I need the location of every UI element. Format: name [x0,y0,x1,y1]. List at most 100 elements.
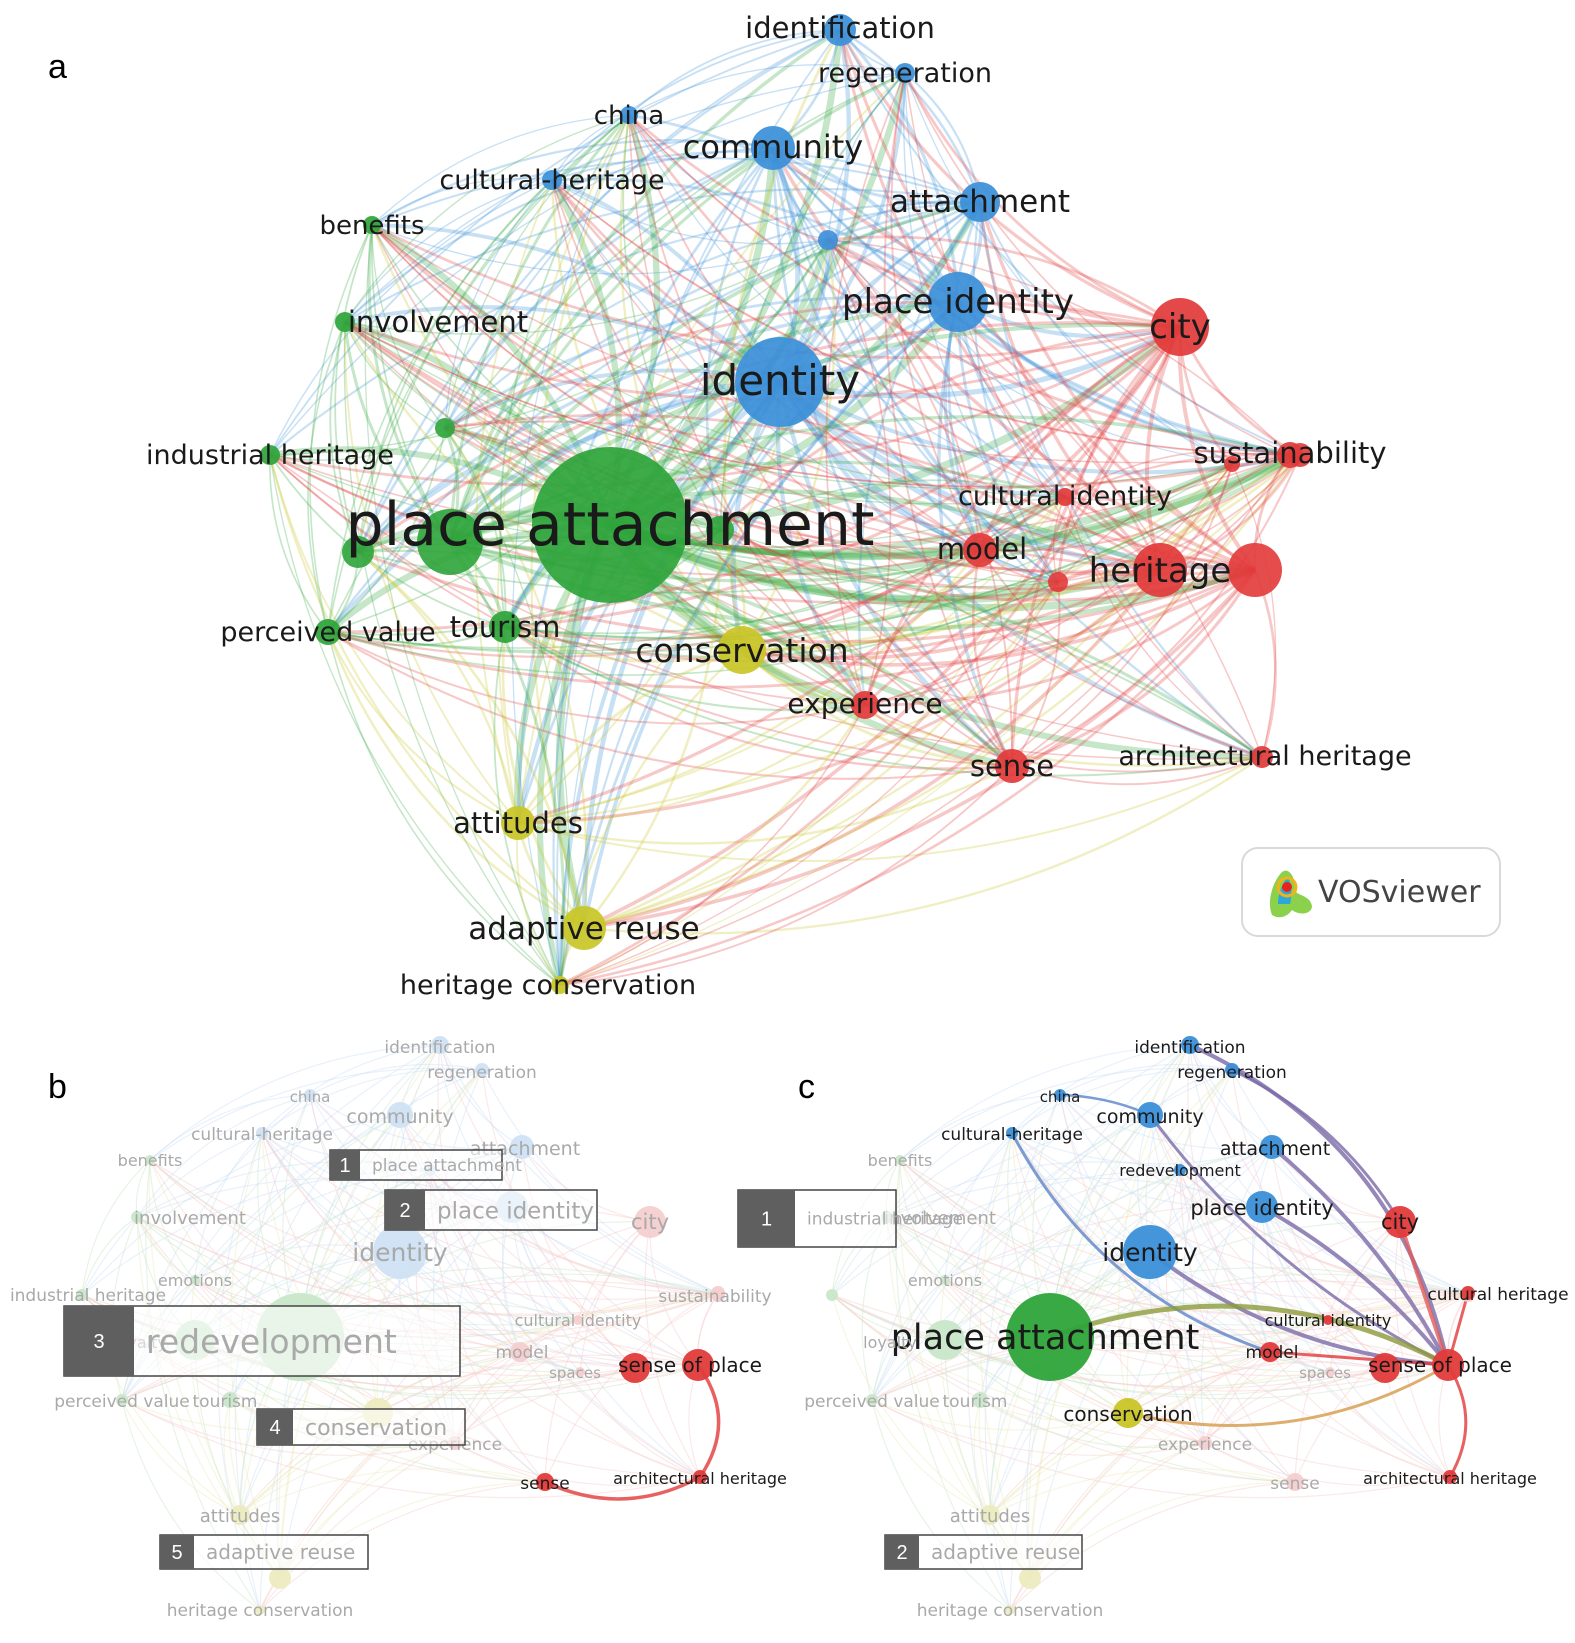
edge [516,200,981,824]
label-spaces: spaces [1299,1364,1351,1382]
edge [973,1399,991,1516]
edge [357,179,553,553]
edge [344,239,829,335]
edge [1011,1132,1129,1414]
edge [944,1279,1451,1478]
label-perceived-value: perceived value [54,1392,190,1412]
edge [1149,1114,1469,1296]
edge [771,147,1263,759]
edge [864,581,1059,706]
edge [944,1279,1469,1336]
node-attitudes [230,1505,250,1525]
node-attachment [1260,1135,1284,1159]
edge [504,568,1161,663]
edge [904,72,1291,456]
rank-number: 1 [339,1155,350,1177]
label-emotions: emotions [158,1271,232,1290]
edge [371,157,981,226]
edge [972,549,1014,767]
edge [343,321,743,652]
edge [344,321,1233,490]
edge [1144,326,1182,571]
edge [607,522,1263,761]
highlight-edge [1010,1132,1271,1354]
edge [269,454,866,706]
edge [871,1146,1273,1401]
edge [448,299,959,544]
edge [890,72,981,551]
node-attitudes [501,806,535,840]
edge [1149,1251,1331,1373]
edge [581,380,782,929]
edge [544,1221,651,1483]
edge [1179,1169,1296,1483]
edge [357,200,981,553]
edge [989,1468,1296,1516]
node-attachment [960,182,1000,222]
edge [944,1279,1271,1357]
edge [356,28,841,553]
node-experience [1198,1436,1212,1450]
unlabeled-node [342,536,374,568]
node-heritage [1133,543,1187,597]
edge [327,631,1013,780]
edge [356,146,774,553]
edge [515,822,561,986]
node-sense-of-place [682,1349,714,1381]
edge [371,224,829,275]
edge [827,239,981,551]
edge [628,114,1066,498]
edge [579,1221,651,1373]
edge [261,1132,719,1294]
edge [1271,1146,1469,1294]
edge [449,540,867,707]
label-redevelopment: redevelopment [1119,1161,1241,1180]
label-emotions: emotions [908,1271,982,1290]
node-sense [995,749,1029,783]
node-cultural-identity [573,1315,583,1325]
edge [149,1159,579,1321]
edge [1200,1146,1273,1444]
edge [972,201,1059,583]
edge [644,1221,701,1478]
edge [501,1146,523,1353]
edge [1177,326,1257,572]
edge [827,239,892,706]
edge [1271,1146,1386,1369]
edge [429,1169,719,1296]
edge [904,72,1263,758]
edge [261,1132,521,1353]
label-city: city [631,1210,669,1234]
edge [944,1339,1449,1400]
node-spaces [575,1367,585,1377]
label-attitudes: attitudes [950,1506,1031,1527]
edge [269,454,519,824]
edge [947,201,982,551]
edge [609,461,1234,558]
edge [871,1251,1151,1401]
edge [329,321,359,553]
edge [327,200,981,633]
edge [371,224,1161,572]
label-regeneration: regeneration [1177,1063,1287,1083]
node-china [304,1089,316,1101]
edge [559,581,1059,986]
edge [583,756,1263,935]
edge [370,224,743,652]
edge [608,72,909,528]
edge [582,300,960,929]
edge [517,239,829,824]
node-model [510,1342,530,1362]
edge [259,1481,546,1611]
rank-label: redevelopment [146,1322,397,1361]
edge [839,29,1301,456]
edge [399,1251,699,1366]
edge [269,200,981,456]
edge [326,379,781,634]
edge [1127,1412,1296,1483]
edge [979,549,1263,758]
edge [1011,1132,1271,1353]
edge [517,72,906,824]
edge [944,1146,1273,1341]
